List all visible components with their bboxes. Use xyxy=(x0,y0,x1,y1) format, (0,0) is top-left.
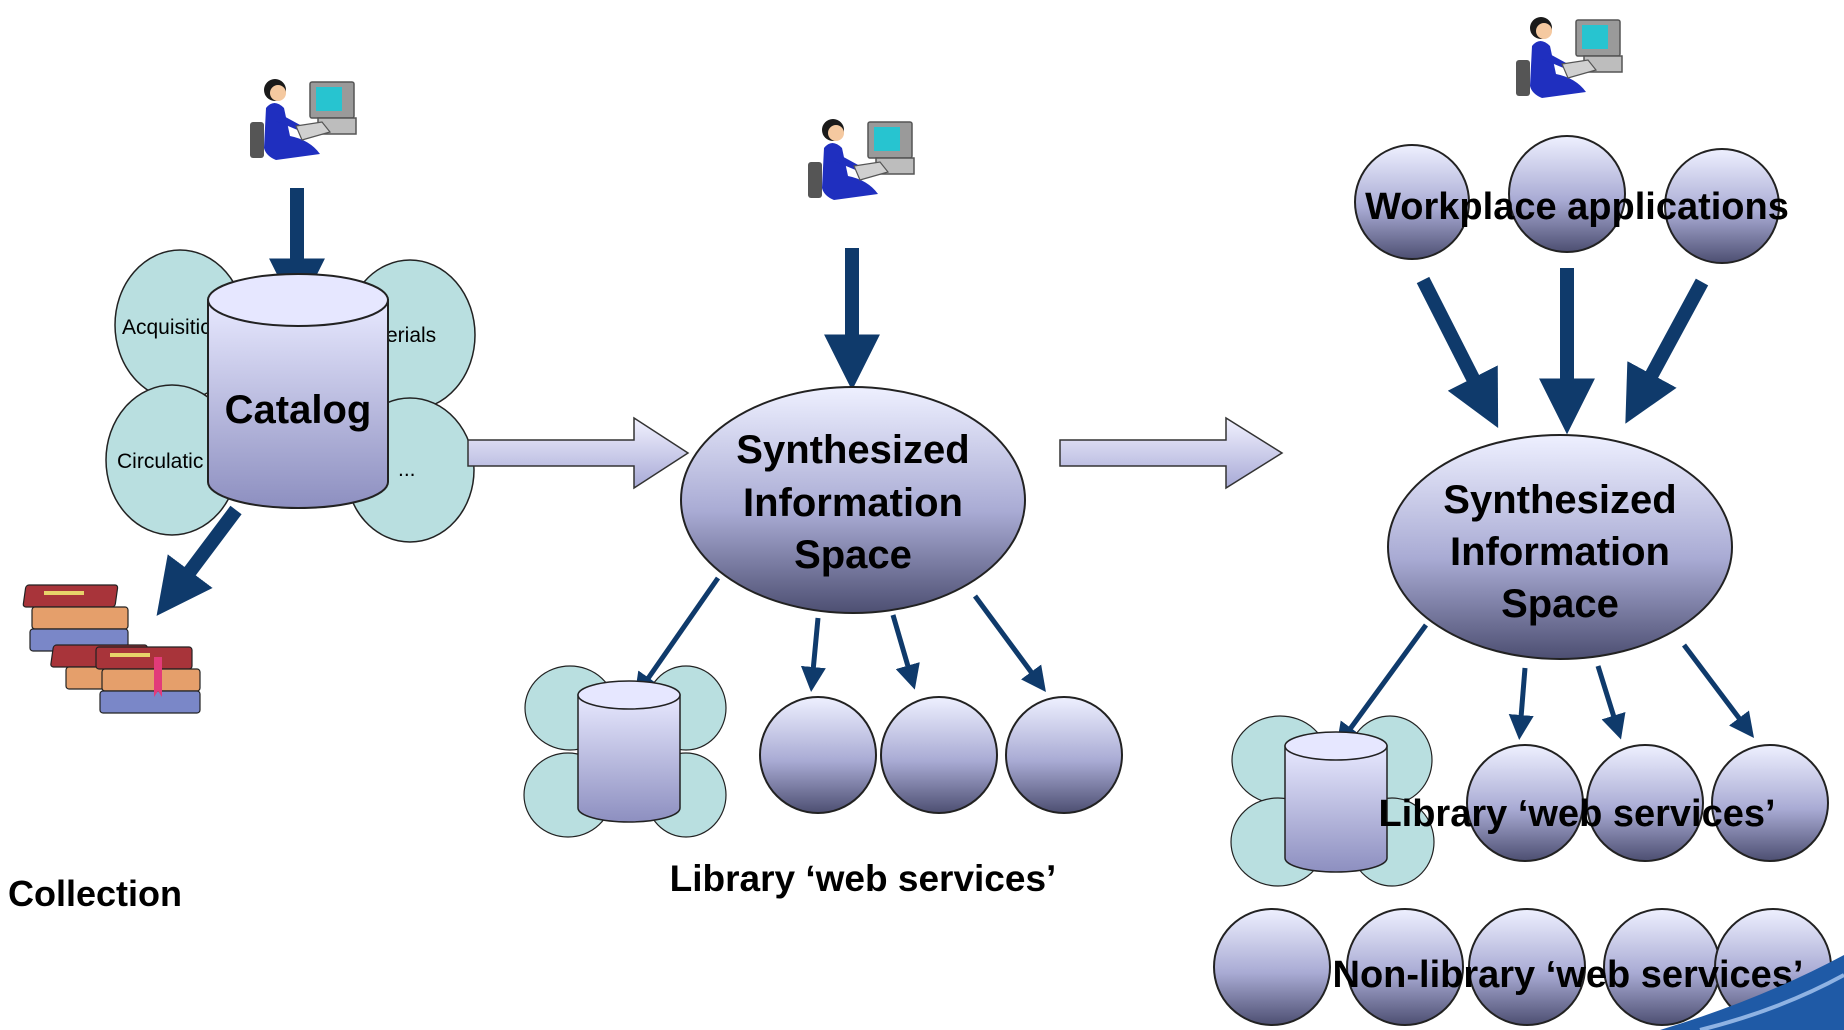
arrow-to-library-system xyxy=(634,576,721,699)
stage2-group: Synthesized Information Space Library ‘w… xyxy=(523,118,1123,899)
arrow-to-service-2 xyxy=(890,614,920,690)
non-library-web-services-label: Non-library ‘web services’ xyxy=(1333,954,1804,996)
stage3-group: Workplace applications Synthesized Infor… xyxy=(1213,16,1832,1026)
module-label-other: ... xyxy=(398,458,416,481)
web-service-node xyxy=(1005,696,1123,814)
library-web-services-label: Library ‘web services’ xyxy=(1378,793,1775,835)
arrow-app-to-space-right xyxy=(1625,278,1709,424)
catalog-label: Catalog xyxy=(225,388,372,432)
database-icon xyxy=(1284,731,1388,873)
block-arrow-stage2-to-stage3 xyxy=(1059,416,1284,490)
non-library-web-service-node xyxy=(1468,908,1586,1026)
workplace-app-node xyxy=(1508,135,1626,253)
synthesized-space-line-1: Synthesized xyxy=(1443,478,1676,522)
library-web-service-node xyxy=(1586,744,1704,862)
module-label-circulation: Circulatic xyxy=(117,450,203,473)
web-service-node xyxy=(759,696,877,814)
corner-swoosh-highlight xyxy=(1699,973,1844,1030)
workplace-app-node xyxy=(1354,144,1470,260)
library-web-service-node xyxy=(1466,744,1584,862)
module-label-serials: erials xyxy=(386,324,436,347)
arrow-app-to-space-left xyxy=(1416,276,1499,428)
synthesized-space-line-3: Space xyxy=(1501,582,1619,626)
user-at-computer-icon xyxy=(807,118,915,201)
arrow-to-service-2 xyxy=(1595,665,1626,740)
arrow-catalog-to-collection xyxy=(156,505,242,616)
block-arrow-stage1-to-stage2 xyxy=(467,416,690,490)
non-library-web-service-node xyxy=(1346,908,1464,1026)
user-at-computer-icon xyxy=(1515,16,1623,99)
synthesized-space-line-2: Information xyxy=(1450,530,1670,574)
user-at-computer-icon xyxy=(249,78,357,161)
synthesized-space-line-3: Space xyxy=(794,533,912,577)
arrow-to-library-system xyxy=(1336,623,1429,749)
web-service-node xyxy=(880,696,998,814)
workplace-app-node xyxy=(1664,148,1780,264)
module-label-acquisitions: Acquisitic xyxy=(122,316,211,339)
catalog-database-icon xyxy=(207,273,389,509)
stage1-group: Acquisitic erials Circulatic ... Catalog xyxy=(8,78,476,914)
arrow-to-service-3 xyxy=(1682,643,1755,738)
arrow-to-service-1 xyxy=(800,617,826,692)
arrow-to-service-1 xyxy=(1508,667,1534,740)
library-web-services-label: Library ‘web services’ xyxy=(670,858,1057,899)
library-web-service-node xyxy=(1711,744,1829,862)
non-library-web-service-node xyxy=(1213,908,1331,1026)
synthesized-space-line-1: Synthesized xyxy=(736,428,969,472)
arrow-to-service-3 xyxy=(972,594,1046,693)
corner-swoosh-decoration xyxy=(1660,955,1844,1030)
books-stack-icon xyxy=(22,584,201,714)
synthesized-space-line-2: Information xyxy=(743,481,963,525)
workplace-applications-label: Workplace applications xyxy=(1365,186,1789,228)
database-icon xyxy=(577,680,681,823)
synthesized-space-node xyxy=(1387,434,1733,660)
collection-label: Collection xyxy=(8,873,182,914)
synthesized-space-node xyxy=(680,386,1026,614)
